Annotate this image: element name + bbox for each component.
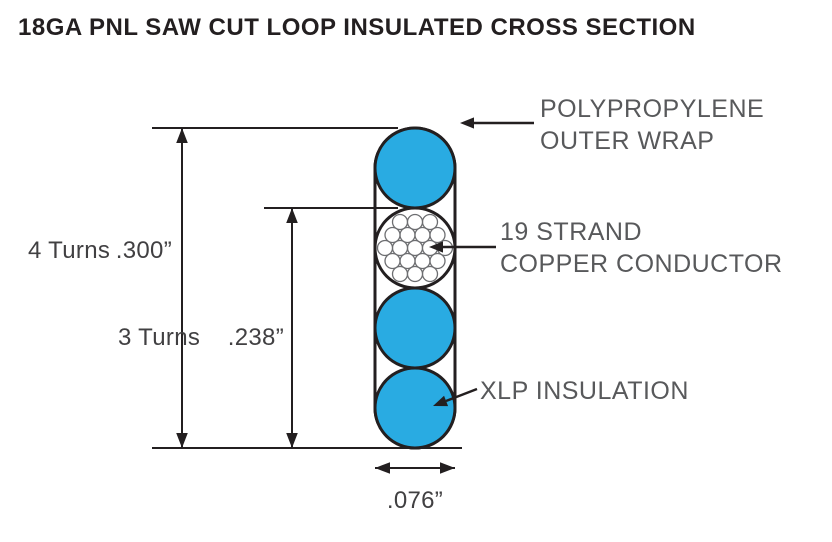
label-conductor-line1: 19 STRAND bbox=[500, 218, 642, 246]
insulation-circle-top bbox=[373, 126, 457, 210]
dimension-overall-height bbox=[176, 128, 188, 448]
turns-count-outer: 4 Turns bbox=[28, 237, 110, 264]
arrowhead-left-icon bbox=[375, 462, 390, 474]
arrowhead-right-icon bbox=[440, 462, 455, 474]
insulation-circle-middle bbox=[373, 286, 457, 370]
arrowhead-down-icon bbox=[286, 433, 298, 448]
label-outer-wrap-line2: OUTER WRAP bbox=[540, 127, 714, 155]
dimension-width bbox=[375, 462, 455, 474]
callout-arrow-outer-wrap bbox=[460, 117, 534, 129]
turns-count-inner: 3 Turns bbox=[118, 324, 200, 351]
label-insulation: XLP INSULATION bbox=[480, 377, 689, 405]
arrowhead-icon bbox=[433, 395, 449, 407]
callout-arrow-insulation bbox=[433, 387, 478, 407]
callout-arrow-conductor bbox=[429, 241, 496, 253]
arrowhead-up-icon bbox=[176, 128, 188, 143]
arrowhead-left-icon bbox=[429, 241, 443, 253]
dimension-label-inner-height: .238” bbox=[228, 324, 284, 351]
arrowhead-left-icon bbox=[460, 117, 474, 129]
insulation-circle-bottom bbox=[373, 366, 457, 450]
dimension-label-overall-height: .300” bbox=[116, 237, 172, 264]
page-title: 18GA PNL SAW CUT LOOP INSULATED CROSS SE… bbox=[18, 14, 696, 41]
label-conductor-line2: COPPER CONDUCTOR bbox=[500, 250, 783, 278]
dimension-inner-height bbox=[286, 208, 298, 448]
arrowhead-down-icon bbox=[176, 433, 188, 448]
dimension-label-width: .076” bbox=[387, 487, 443, 514]
label-outer-wrap-line1: POLYPROPYLENE bbox=[540, 95, 764, 123]
arrowhead-up-icon bbox=[286, 208, 298, 223]
